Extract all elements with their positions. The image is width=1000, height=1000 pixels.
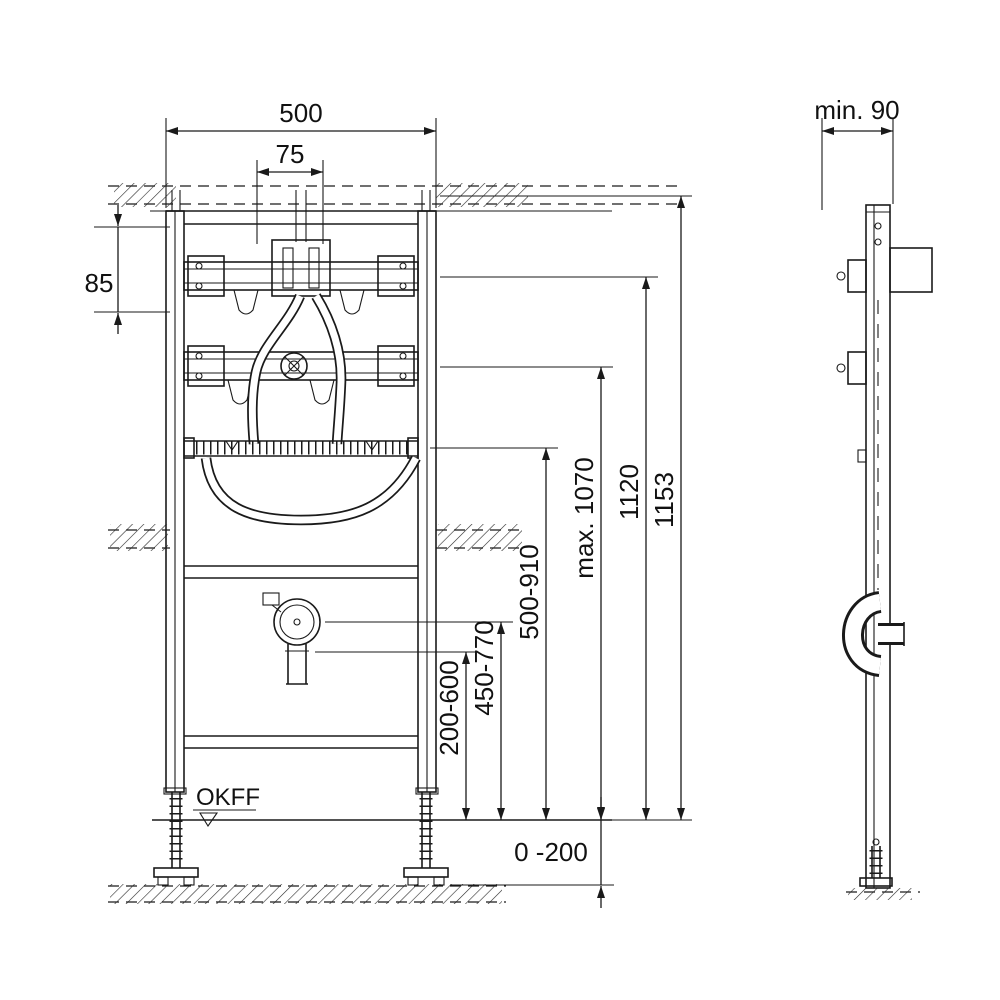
side-foot [846, 838, 920, 900]
bracket-lower-right [377, 345, 415, 387]
water-connection-right [339, 289, 365, 315]
dim-floor-adjust: 0 -200 [450, 797, 614, 908]
dim-label-75: 75 [276, 139, 305, 169]
dim-label-500: 500 [279, 98, 322, 128]
side-mounting-box [889, 247, 933, 293]
wall-hatch-top [108, 183, 682, 212]
dim-depth-min: min. 90 [814, 95, 900, 210]
dim-range-rail: 500-910 [430, 447, 558, 820]
floor-hatch-bottom [108, 884, 506, 904]
wall-hatch-middle-right [436, 524, 524, 551]
dim-label-1153: 1153 [649, 472, 679, 528]
cross-brace-lower [184, 735, 418, 749]
dim-width-inner: 75 [256, 139, 324, 244]
dim-label-500-910: 500-910 [514, 544, 544, 639]
bracket-upper-right [377, 255, 415, 297]
dim-height-max: max. 1070 [440, 366, 613, 820]
side-drain-bend [842, 591, 905, 677]
dim-label-450-770: 450-770 [469, 620, 499, 715]
dim-range-trap: 450-770 [325, 620, 513, 820]
water-connection-right-2 [309, 379, 335, 405]
drain-loop-pipe [200, 455, 421, 526]
scale-pointer-right [364, 440, 380, 451]
mounting-rail-upper [183, 239, 419, 315]
water-connection-left-2 [227, 379, 253, 405]
dim-height-total: 1153 [440, 195, 692, 820]
dim-label-200-600: 200-600 [434, 660, 464, 755]
supply-pipes [247, 293, 347, 445]
front-view: OKFF [152, 190, 612, 886]
shutoff-valve [280, 352, 308, 380]
dim-label-0-200: 0 -200 [514, 837, 588, 867]
dim-label-min-90: min. 90 [814, 95, 899, 125]
side-view [836, 204, 933, 900]
fixture-plate [271, 239, 331, 297]
bracket-lower-left [187, 345, 225, 387]
adjustment-rail [183, 437, 419, 459]
dim-height-left: 85 [85, 205, 170, 334]
water-connection-left [233, 289, 259, 315]
dim-label-1120: 1120 [614, 464, 644, 520]
dim-height-fixture: 1120 [440, 276, 658, 820]
bracket-upper-left [187, 255, 225, 297]
scale-pointer-left [224, 440, 240, 451]
mounting-rail-lower [183, 345, 419, 405]
dim-width-outer: 500 [165, 98, 437, 208]
floor-ref-label: OKFF [196, 784, 260, 811]
cross-brace-upper [184, 565, 418, 579]
dim-label-max-1070: max. 1070 [569, 457, 599, 578]
foot-right [403, 787, 449, 886]
floor-reference-marker: OKFF [193, 784, 260, 828]
side-bracket-lower [847, 351, 867, 385]
dim-label-85: 85 [85, 268, 114, 298]
outlet-valve [262, 592, 280, 606]
wall-hatch-middle-left [108, 524, 170, 551]
foot-left [153, 787, 199, 886]
drain-outlet [262, 592, 321, 685]
dim-range-outlet: 200-600 [315, 651, 478, 820]
side-bracket-upper [847, 259, 867, 293]
dimensions: 500 75 85 1153 11 [85, 95, 900, 908]
